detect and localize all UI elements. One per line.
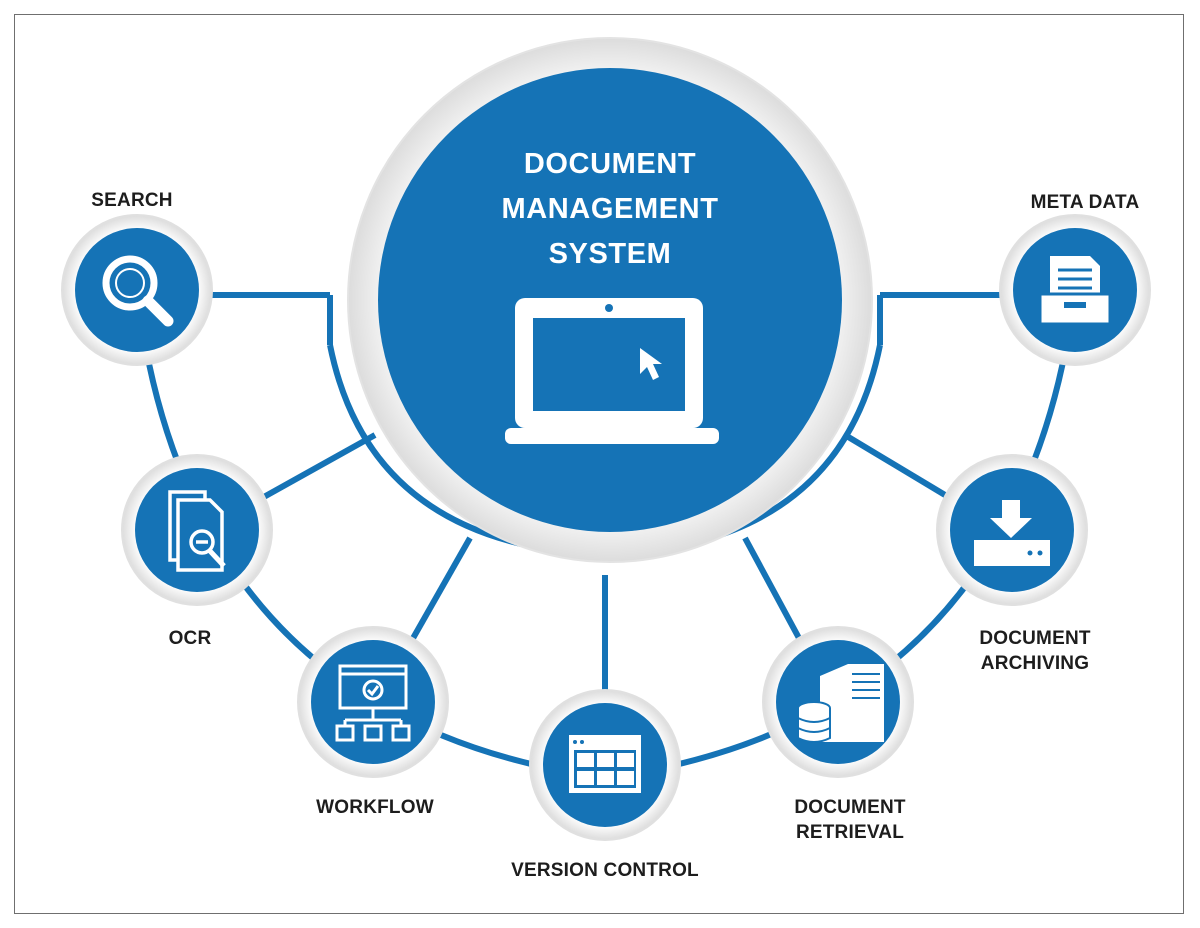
node-ocr[interactable] (121, 454, 273, 606)
magnifier-icon (102, 255, 174, 327)
label-search: SEARCH (91, 190, 173, 211)
workflow-chart-icon (335, 664, 411, 742)
spoke-connectors (210, 292, 1005, 700)
node-search[interactable] (61, 214, 213, 366)
label-version-control: VERSION CONTROL (511, 860, 699, 881)
server-database-icon (797, 664, 884, 743)
node-document-archiving[interactable] (936, 454, 1088, 606)
label-workflow: WORKFLOW (316, 797, 434, 818)
file-tray-icon (1038, 256, 1112, 326)
node-meta-data[interactable] (999, 214, 1151, 366)
center-node (347, 37, 873, 563)
grid-window-icon (569, 735, 641, 793)
node-document-retrieval[interactable] (762, 626, 914, 778)
document-scan-icon (168, 490, 226, 572)
label-meta-data: META DATA (1030, 192, 1140, 213)
download-drive-icon (974, 500, 1050, 566)
diagram-frame (14, 14, 1184, 914)
node-version-control[interactable] (529, 689, 681, 841)
center-title: DOCUMENT MANAGEMENT SYSTEM (501, 148, 719, 270)
spoke-retrieval (742, 536, 803, 642)
spoke-workflow (409, 536, 473, 642)
label-ocr: OCR (168, 628, 212, 649)
label-document-retrieval: DOCUMENT RETRIEVAL (794, 797, 906, 843)
laptop-cursor-icon (505, 298, 719, 444)
node-workflow[interactable] (297, 626, 449, 778)
spoke-archiving (843, 432, 952, 501)
label-document-archiving: DOCUMENT ARCHIVING (979, 628, 1091, 674)
spoke-ocr (260, 432, 377, 501)
